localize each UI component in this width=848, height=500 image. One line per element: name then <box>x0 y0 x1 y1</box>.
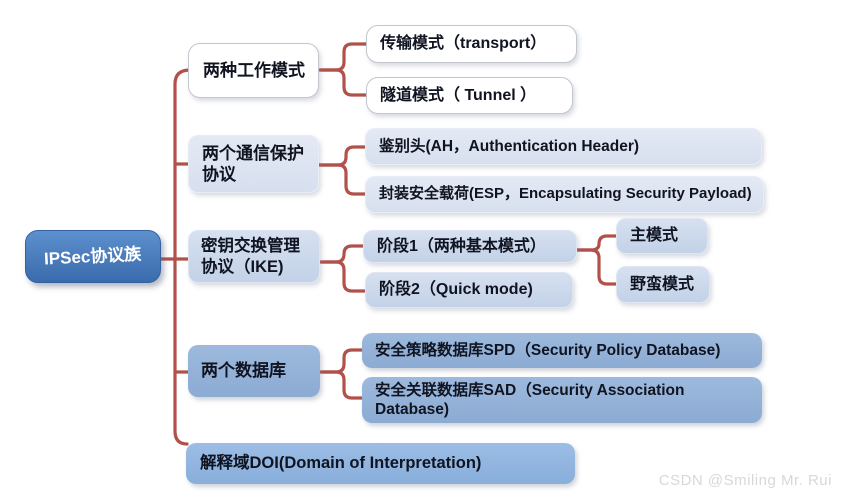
node-main-mode: 主模式 <box>616 218 708 254</box>
protocols-brace-upper <box>316 145 367 167</box>
workmodes-brace-lower <box>318 68 368 97</box>
phase1-brace-upper <box>575 234 618 252</box>
node-phase2: 阶段2（Quick mode) <box>365 272 573 308</box>
databases-brace-upper <box>319 348 364 374</box>
ike-brace-lower <box>319 260 367 293</box>
node-work-modes: 两种工作模式 <box>188 43 319 98</box>
node-ah-header: 鉴别头(AH，Authentication Header) <box>365 128 762 165</box>
node-root-label: IPSec协议族 <box>43 244 143 269</box>
node-root-ipsec: IPSec协议族 <box>25 230 161 283</box>
databases-brace-lower <box>319 370 364 400</box>
node-ike-protocol: 密钥交换管理 协议（IKE) <box>188 230 320 283</box>
node-spd-database: 安全策略数据库SPD（Security Policy Database) <box>362 333 762 368</box>
csdn-watermark: CSDN @Smiling Mr. Rui <box>658 472 832 489</box>
node-databases: 两个数据库 <box>188 345 320 397</box>
ike-brace-upper <box>319 244 365 264</box>
node-doi: 解释域DOI(Domain of Interpretation) <box>186 443 575 484</box>
phase1-brace-lower <box>575 248 618 286</box>
node-tunnel-mode: 隧道模式（ Tunnel ） <box>366 77 573 114</box>
node-sad-database: 安全关联数据库SAD（Security Association Database… <box>362 377 762 423</box>
node-protection-protocols: 两个通信保护 协议 <box>188 135 319 193</box>
node-aggressive-mode: 野蛮模式 <box>616 266 710 303</box>
node-transport-mode: 传输模式（transport） <box>366 25 577 63</box>
node-phase1: 阶段1（两种基本模式） <box>363 230 577 263</box>
protocols-brace-lower <box>316 163 367 196</box>
node-esp-payload: 封装安全载荷(ESP，Encapsulating Security Payloa… <box>365 176 764 213</box>
workmodes-brace-upper <box>318 42 368 72</box>
